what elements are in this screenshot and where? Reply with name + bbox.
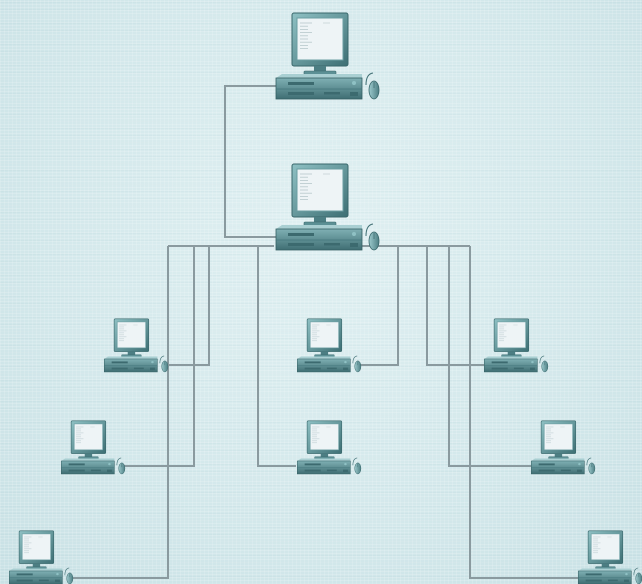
monitor	[587, 530, 624, 570]
computer-icon-client-left-2[interactable]	[60, 420, 128, 476]
monitor	[18, 530, 55, 570]
desktop-case	[483, 356, 538, 373]
computer-icon-client-center-1[interactable]	[296, 318, 364, 374]
computer-icon-client-right-2[interactable]	[530, 420, 598, 476]
connection-line-client-left-3	[70, 246, 169, 579]
computer-icon-client-right-1[interactable]	[483, 318, 551, 374]
connection-line-server-top	[224, 85, 276, 238]
mouse	[116, 457, 126, 475]
desktop-case	[275, 225, 363, 251]
monitor	[291, 163, 349, 227]
connection-line-client-right-2	[448, 246, 532, 467]
desktop-case	[275, 74, 363, 100]
monitor	[70, 420, 107, 460]
mouse	[352, 457, 362, 475]
mouse	[586, 457, 596, 475]
connection-line-client-left-1	[166, 246, 210, 366]
monitor-screen	[309, 321, 339, 349]
monitor	[540, 420, 577, 460]
connection-line-client-center-1	[356, 246, 399, 366]
connection-line-client-center-2	[257, 246, 296, 467]
computer-icon-client-left-3[interactable]	[8, 530, 76, 584]
computer-icon-client-right-3[interactable]	[577, 530, 642, 584]
computer-icon-server-top[interactable]	[274, 12, 384, 102]
desktop-case	[296, 458, 351, 475]
computer-icon-hub[interactable]	[274, 163, 384, 253]
mouse	[159, 355, 169, 373]
mouse	[365, 72, 380, 100]
monitor	[113, 318, 150, 358]
connection-line-client-left-2	[121, 246, 195, 467]
mouse	[539, 355, 549, 373]
mouse	[365, 223, 380, 251]
desktop-case	[530, 458, 585, 475]
monitor	[306, 420, 343, 460]
connection-line-client-right-3	[469, 246, 579, 579]
monitor	[306, 318, 343, 358]
computer-icon-client-center-2[interactable]	[296, 420, 364, 476]
desktop-case	[103, 356, 158, 373]
computer-icon-client-left-1[interactable]	[103, 318, 171, 374]
desktop-case	[296, 356, 351, 373]
monitor	[291, 12, 349, 76]
desktop-case	[60, 458, 115, 475]
mouse	[352, 355, 362, 373]
connection-line-client-right-1	[426, 246, 485, 366]
desktop-case	[577, 568, 632, 584]
monitor	[493, 318, 530, 358]
mouse	[633, 567, 642, 584]
mouse	[64, 567, 74, 584]
desktop-case	[8, 568, 63, 584]
